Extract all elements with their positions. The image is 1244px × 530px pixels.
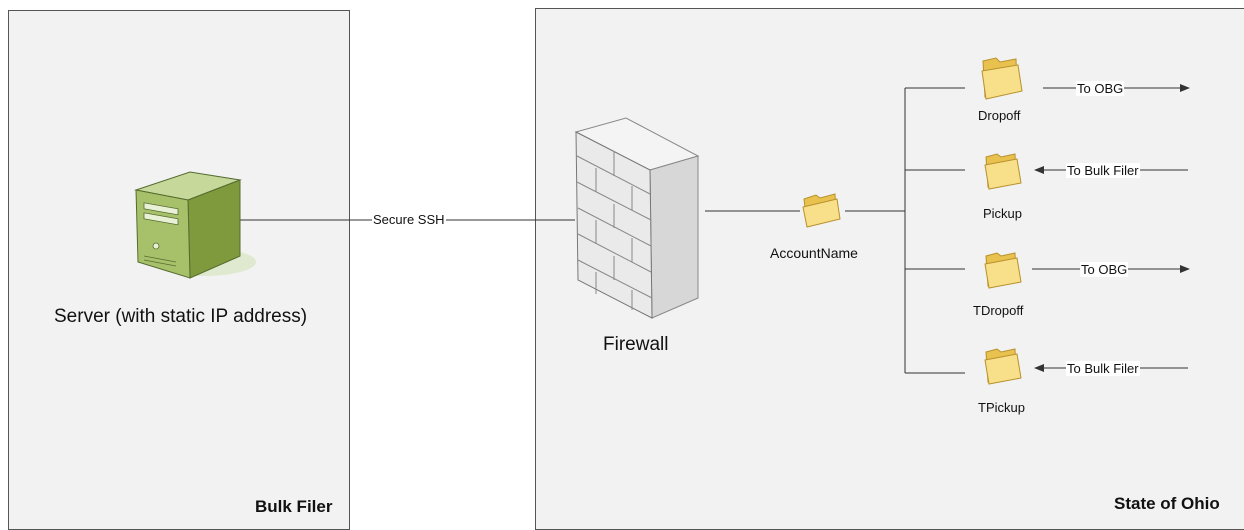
dropoff-folder-label: Dropoff xyxy=(978,108,1021,123)
arrowhead-right-icon xyxy=(1180,265,1190,273)
pickup-flow-label: To Bulk Filer xyxy=(1066,163,1140,178)
brick-firewall-icon xyxy=(574,117,700,319)
folder-icon xyxy=(802,193,841,228)
arrowhead-right-icon xyxy=(1180,84,1190,92)
tpickup-flow-label: To Bulk Filer xyxy=(1066,361,1140,376)
arrowhead-left-icon xyxy=(1034,364,1044,372)
folder-icon xyxy=(984,153,1022,190)
tdropoff-folder-label: TDropoff xyxy=(973,303,1024,318)
pickup-folder-label: Pickup xyxy=(983,206,1023,221)
bulk-filer-zone-label: Bulk Filer xyxy=(255,497,333,516)
state-of-ohio-zone-label: State of Ohio xyxy=(1114,494,1220,513)
arrowhead-left-icon xyxy=(1034,166,1044,174)
server-tower-icon xyxy=(134,171,256,279)
folder-icon xyxy=(984,252,1022,289)
server-label: Server (with static IP address) xyxy=(54,306,308,327)
folder-icon xyxy=(984,348,1022,385)
dropoff-flow-label: To OBG xyxy=(1076,81,1125,96)
folder-icon xyxy=(981,57,1023,100)
tpickup-folder-label: TPickup xyxy=(978,400,1025,415)
firewall-label: Firewall xyxy=(603,334,669,355)
secure-ssh-label: Secure SSH xyxy=(372,212,446,227)
account-name-label: AccountName xyxy=(770,245,858,261)
tdropoff-flow-label: To OBG xyxy=(1080,262,1129,277)
